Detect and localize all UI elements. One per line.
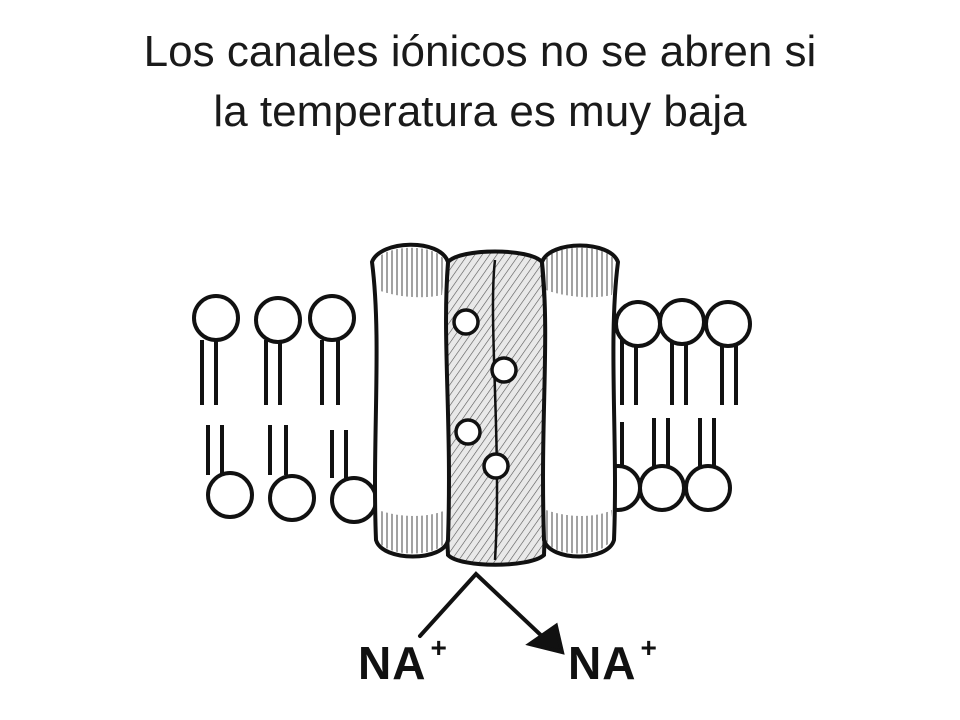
ion-symbol: NA — [358, 637, 427, 689]
phospholipid — [330, 430, 378, 524]
phospholipid — [308, 294, 356, 405]
title-line-1: Los canales iónicos no se abren si — [143, 27, 817, 76]
ions-in-pore — [452, 308, 518, 480]
phospholipid — [684, 418, 732, 512]
ion-label-right: NA+ — [568, 632, 658, 690]
transport-arrow — [418, 571, 565, 655]
right-lipid-upper-leaflet — [614, 298, 752, 405]
phospholipid — [192, 294, 240, 405]
ion — [452, 308, 480, 336]
ion-symbol: NA — [568, 637, 637, 689]
phospholipid — [704, 300, 752, 405]
phospholipid — [658, 298, 706, 405]
ion — [454, 418, 482, 446]
ion-label-left: NA+ — [358, 632, 448, 690]
channel-protein-right-subunit — [539, 243, 621, 559]
phospholipid — [268, 425, 316, 522]
ion — [490, 356, 518, 384]
phospholipid — [254, 296, 302, 405]
phospholipid — [614, 300, 662, 405]
channel-protein-left-subunit — [369, 242, 451, 559]
ion-channel-drawing: NA+ NA+ — [110, 200, 840, 715]
left-lipid-upper-leaflet — [192, 294, 356, 405]
channel-pore — [437, 249, 553, 567]
ion-charge: + — [640, 632, 658, 663]
slide-title: Los canales iónicos no se abren si la te… — [0, 22, 960, 142]
ion — [482, 452, 510, 480]
phospholipid — [206, 425, 254, 519]
ion-charge: + — [430, 632, 448, 663]
phospholipid — [638, 418, 686, 512]
left-lipid-lower-leaflet — [206, 425, 378, 524]
title-line-2: la temperatura es muy baja — [213, 87, 747, 136]
